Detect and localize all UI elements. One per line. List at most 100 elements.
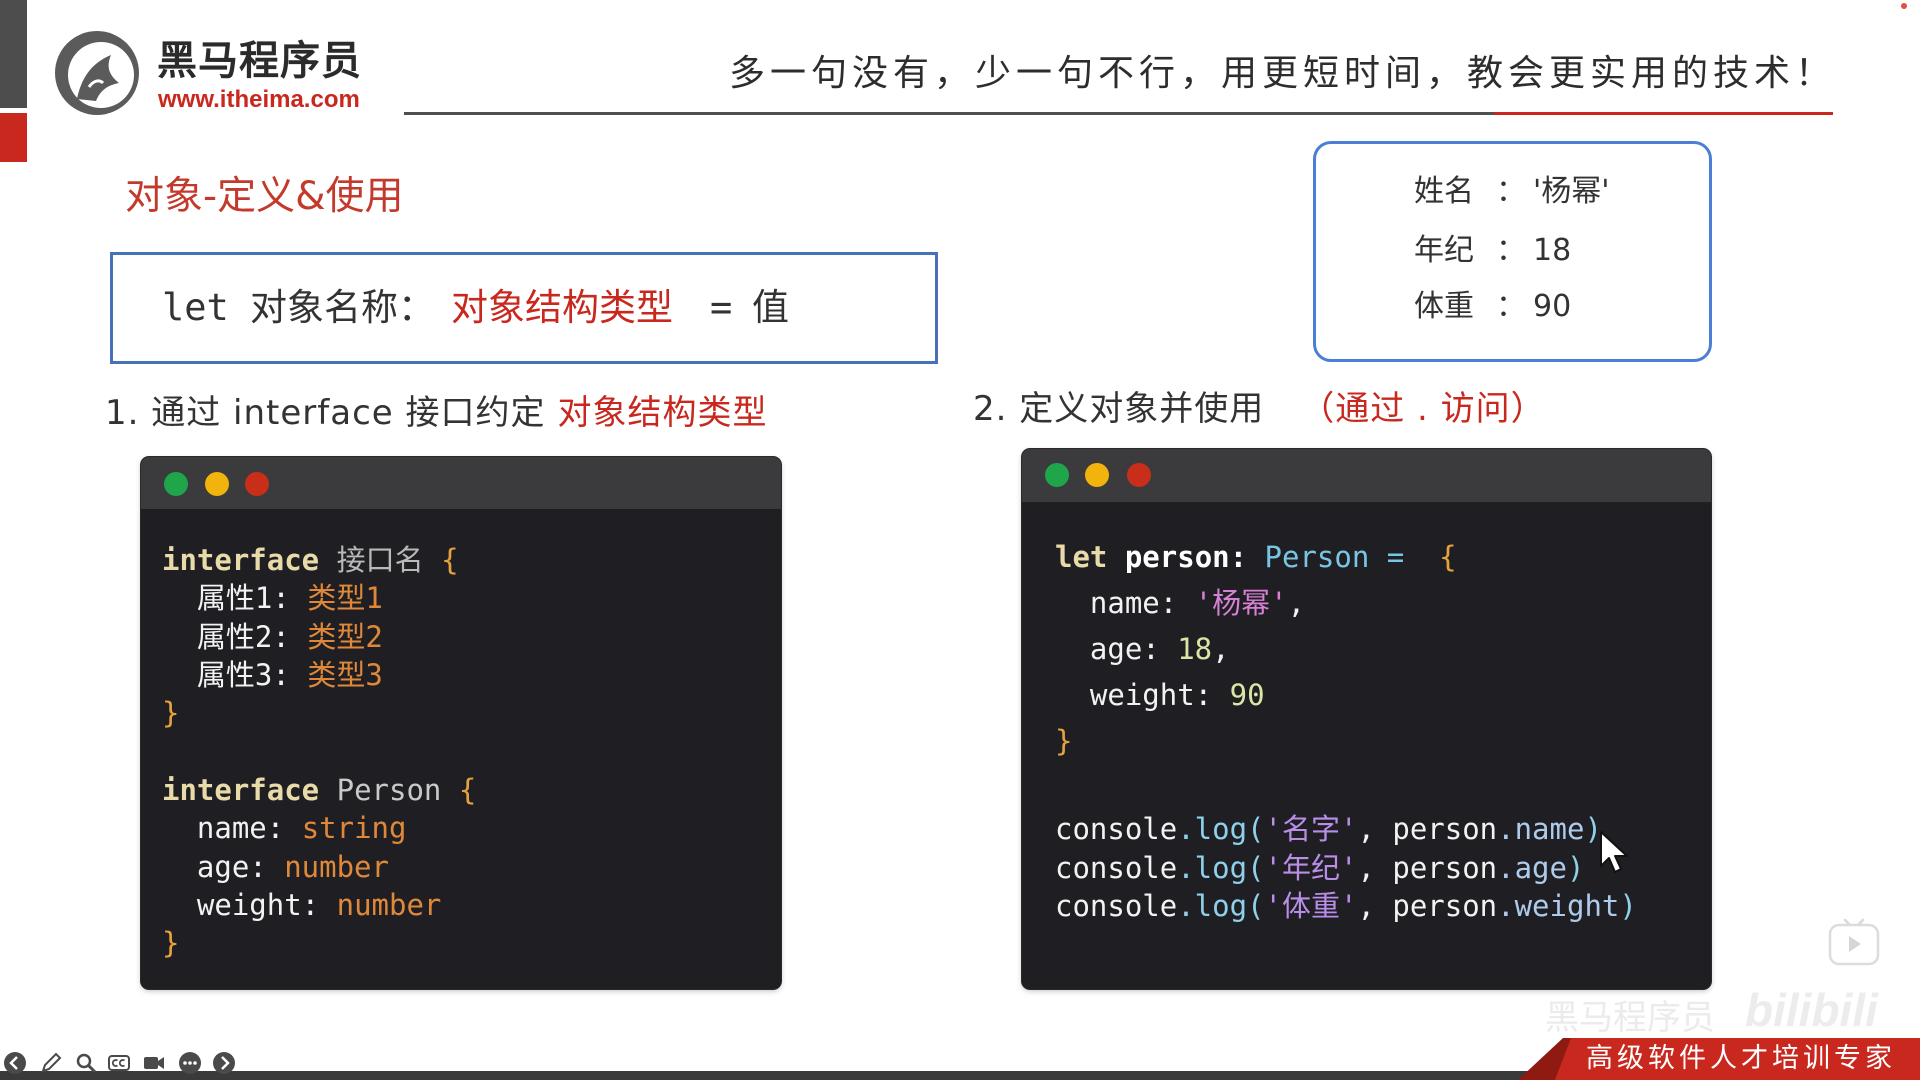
code-text: name:: [1055, 586, 1195, 620]
code-block-object-declaration: let person: Person = { name: '杨幂', age: …: [1055, 534, 1457, 764]
code-string: '年纪': [1264, 850, 1358, 885]
code-brace: {: [441, 543, 459, 577]
code-brace: {: [458, 773, 477, 807]
bottom-strip: [0, 1071, 1530, 1080]
code-text: [319, 773, 336, 807]
code-line: console.log('体重', person.weight): [1055, 887, 1637, 926]
person-info-card: 姓名 ： '杨幂' 年纪 ： 18 体重 ： 90: [1313, 141, 1712, 362]
window-dot-red: [245, 472, 269, 496]
code-line: weight: 90: [1055, 672, 1457, 718]
step-1-highlight: 对象结构类型: [557, 393, 768, 433]
code-text: weight:: [1055, 678, 1230, 712]
code-line: }: [162, 924, 476, 962]
code-member: .name: [1497, 812, 1585, 846]
info-label: 体重: [1414, 289, 1474, 324]
code-text: , person: [1357, 812, 1498, 846]
code-text: , person: [1357, 889, 1498, 923]
code-type: string: [301, 811, 407, 846]
captions-icon[interactable]: [107, 1051, 131, 1075]
code-line: console.log('年纪', person.age): [1055, 849, 1637, 888]
code-keyword: interface: [162, 773, 320, 807]
code-text: [441, 773, 458, 807]
header-rule-accent: [1494, 112, 1833, 115]
step-2-highlight: （通过 . 访问）: [1300, 389, 1546, 429]
info-row-age: 年纪 ： 18: [1316, 231, 1709, 271]
code-identifier: 接口名: [336, 543, 424, 577]
code-type: number: [284, 849, 389, 884]
code-type: 类型1: [307, 581, 383, 616]
info-value: 90: [1533, 289, 1572, 324]
code-line: 属性1: 类型1: [162, 579, 459, 617]
code-text: name:: [162, 811, 302, 846]
code-text: [319, 543, 336, 577]
window-dot-yellow: [1085, 463, 1109, 487]
zoom-icon[interactable]: [74, 1051, 98, 1075]
code-brace: }: [1055, 724, 1073, 758]
more-icon[interactable]: [178, 1051, 202, 1075]
pen-icon[interactable]: [39, 1051, 63, 1075]
code-line: let person: Person = {: [1055, 534, 1457, 580]
code-type: 类型2: [307, 619, 383, 654]
code-function: .log(: [1177, 850, 1265, 885]
code-line: 属性3: 类型3: [162, 656, 459, 694]
code-line: name: '杨幂',: [1055, 580, 1457, 626]
watermark-text: 黑马程序员: [1545, 998, 1715, 1038]
syntax-keyword: let: [162, 286, 229, 329]
code-line: interface 接口名 {: [162, 541, 459, 579]
window-dot-red: [1127, 463, 1151, 487]
info-value: '杨幂': [1533, 174, 1610, 209]
code-text: console: [1055, 812, 1178, 846]
code-function: ): [1619, 889, 1637, 923]
code-text: , person: [1357, 850, 1498, 885]
code-type-name: Person: [336, 773, 442, 807]
next-icon[interactable]: [212, 1051, 236, 1075]
info-label: 年纪: [1414, 233, 1474, 268]
syntax-value: 值: [752, 286, 789, 329]
code-line: console.log('名字', person.name): [1055, 810, 1637, 849]
info-label: 姓名: [1414, 174, 1474, 209]
logo-brand-name: 黑马程序员: [157, 38, 362, 84]
watermark-brand: bilibili: [1745, 984, 1878, 1036]
code-text: [424, 543, 441, 577]
slogan: 多一句没有，少一句不行，用更短时间，教会更实用的技术！: [729, 53, 1837, 94]
code-line: interface Person {: [162, 771, 476, 809]
code-variable: person:: [1107, 540, 1265, 574]
code-brace: }: [162, 926, 180, 961]
syntax-object-name: 对象名称：: [250, 286, 435, 329]
code-window-titlebar: [1022, 449, 1711, 502]
code-line: }: [162, 694, 459, 732]
code-line: 属性2: 类型2: [162, 618, 459, 656]
code-function: ): [1584, 812, 1602, 846]
code-operator: =: [1369, 540, 1405, 574]
code-string: '杨幂': [1194, 586, 1288, 620]
code-text: ,: [1212, 632, 1230, 666]
window-dot-yellow: [205, 472, 229, 496]
code-block-interface-person: interface Person { name: string age: num…: [162, 771, 476, 962]
code-text: age:: [162, 849, 285, 884]
logo-url: www.itheima.com: [158, 86, 360, 113]
code-window-object-usage: let person: Person = { name: '杨幂', age: …: [1022, 449, 1711, 989]
info-value: 18: [1533, 233, 1572, 268]
step-2-heading: 2. 定义对象并使用 （通过 . 访问）: [973, 389, 1546, 429]
code-line: }: [1055, 718, 1457, 764]
code-number: 90: [1229, 678, 1265, 712]
code-text: 属性1:: [162, 581, 308, 616]
info-row-name: 姓名 ： '杨幂': [1316, 172, 1709, 212]
step-1-heading: 1. 通过 interface 接口约定对象结构类型: [105, 393, 768, 433]
syntax-box: let 对象名称： 对象结构类型 = 值: [110, 252, 938, 364]
code-function: .log(: [1177, 889, 1265, 923]
play-button-icon[interactable]: [1827, 914, 1881, 967]
side-bar-red: [0, 113, 27, 162]
code-brace: }: [162, 696, 180, 731]
window-dot-green: [1045, 463, 1069, 487]
corner-dot: [1901, 3, 1907, 9]
code-text: age:: [1055, 632, 1178, 666]
info-row-weight: 体重 ： 90: [1316, 287, 1709, 327]
previous-icon[interactable]: [3, 1051, 27, 1075]
code-block-interface-template: interface 接口名 { 属性1: 类型1 属性2: 类型2 属性3: 类…: [162, 541, 459, 732]
camera-icon[interactable]: [142, 1051, 166, 1075]
slide-title: 对象-定义&使用: [125, 174, 404, 219]
step-2-text: 2. 定义对象并使用: [973, 389, 1265, 429]
code-string: '名字': [1264, 812, 1358, 846]
code-keyword: let: [1055, 540, 1108, 574]
